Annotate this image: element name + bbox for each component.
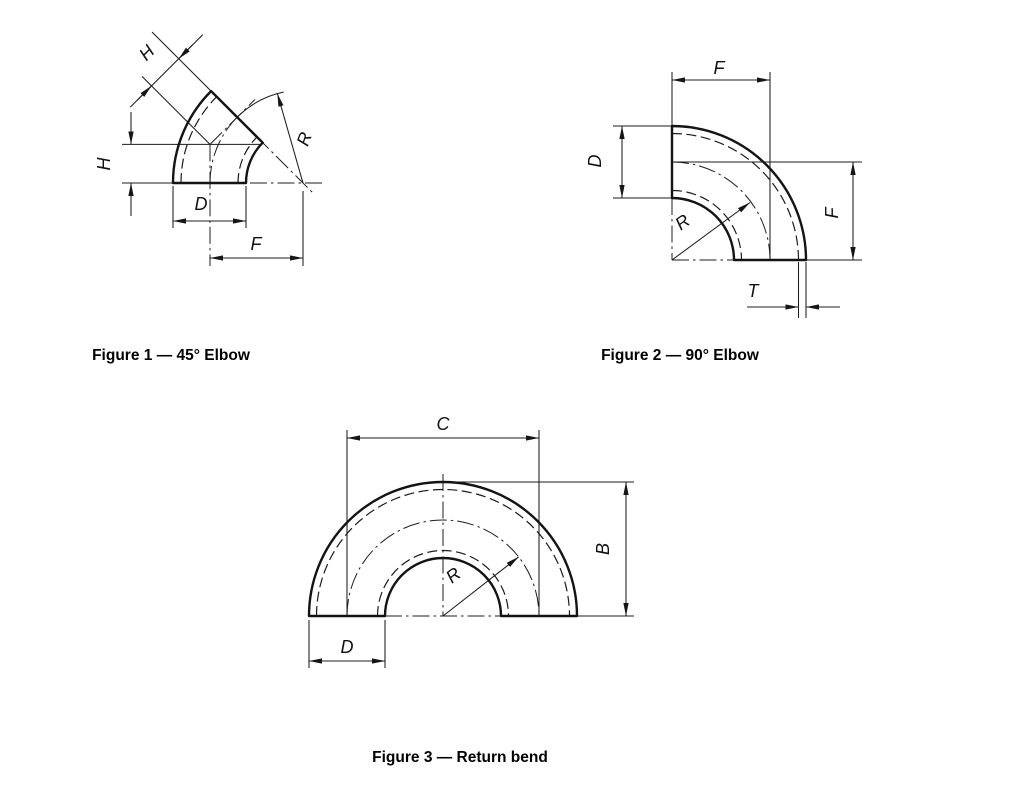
fig3-arrows bbox=[309, 435, 629, 664]
fig2-arrows bbox=[619, 77, 856, 310]
fig3-centerlines bbox=[346, 474, 540, 617]
fig3-label-d: D bbox=[341, 637, 354, 657]
fig2-caption: Figure 2 — 90° Elbow bbox=[601, 347, 760, 364]
figure-3-return-bend: C B R D Figure 3 — Return bend bbox=[307, 414, 634, 766]
fig2-label-t: T bbox=[748, 281, 761, 301]
fig2-label-d: D bbox=[585, 155, 605, 168]
fig1-caption: Figure 1 — 45° Elbow bbox=[92, 347, 251, 364]
fig3-label-b: B bbox=[593, 543, 613, 555]
fig3-radius-leader bbox=[442, 556, 519, 617]
fig1-radius-leader bbox=[276, 93, 304, 184]
fig1-label-r: R bbox=[293, 129, 316, 148]
figure-2-90-elbow: F D R F T Figure 2 — 90° Elbow bbox=[585, 58, 862, 364]
fig1-elbow-outline bbox=[171, 89, 264, 185]
fig2-label-f-top: F bbox=[714, 58, 726, 78]
fig2-hidden-wall-lines bbox=[671, 132, 800, 261]
fig1-label-f: F bbox=[251, 234, 263, 254]
fig3-hidden-wall-lines bbox=[315, 488, 571, 617]
fig2-label-f-right: F bbox=[822, 207, 842, 219]
fig3-bend-outline bbox=[307, 480, 579, 618]
fig2-radius-leader bbox=[671, 202, 751, 261]
fig1-hidden-wall-lines bbox=[180, 96, 258, 184]
fig1-label-h-vertical: H bbox=[94, 157, 114, 171]
fig2-centerlines bbox=[671, 161, 771, 261]
fig1-label-d: D bbox=[195, 194, 208, 214]
fig3-caption: Figure 3 — Return bend bbox=[372, 749, 548, 766]
fig3-label-c: C bbox=[437, 414, 451, 434]
fig2-elbow-outline bbox=[670, 124, 808, 262]
fig1-centerlines bbox=[209, 99, 326, 266]
